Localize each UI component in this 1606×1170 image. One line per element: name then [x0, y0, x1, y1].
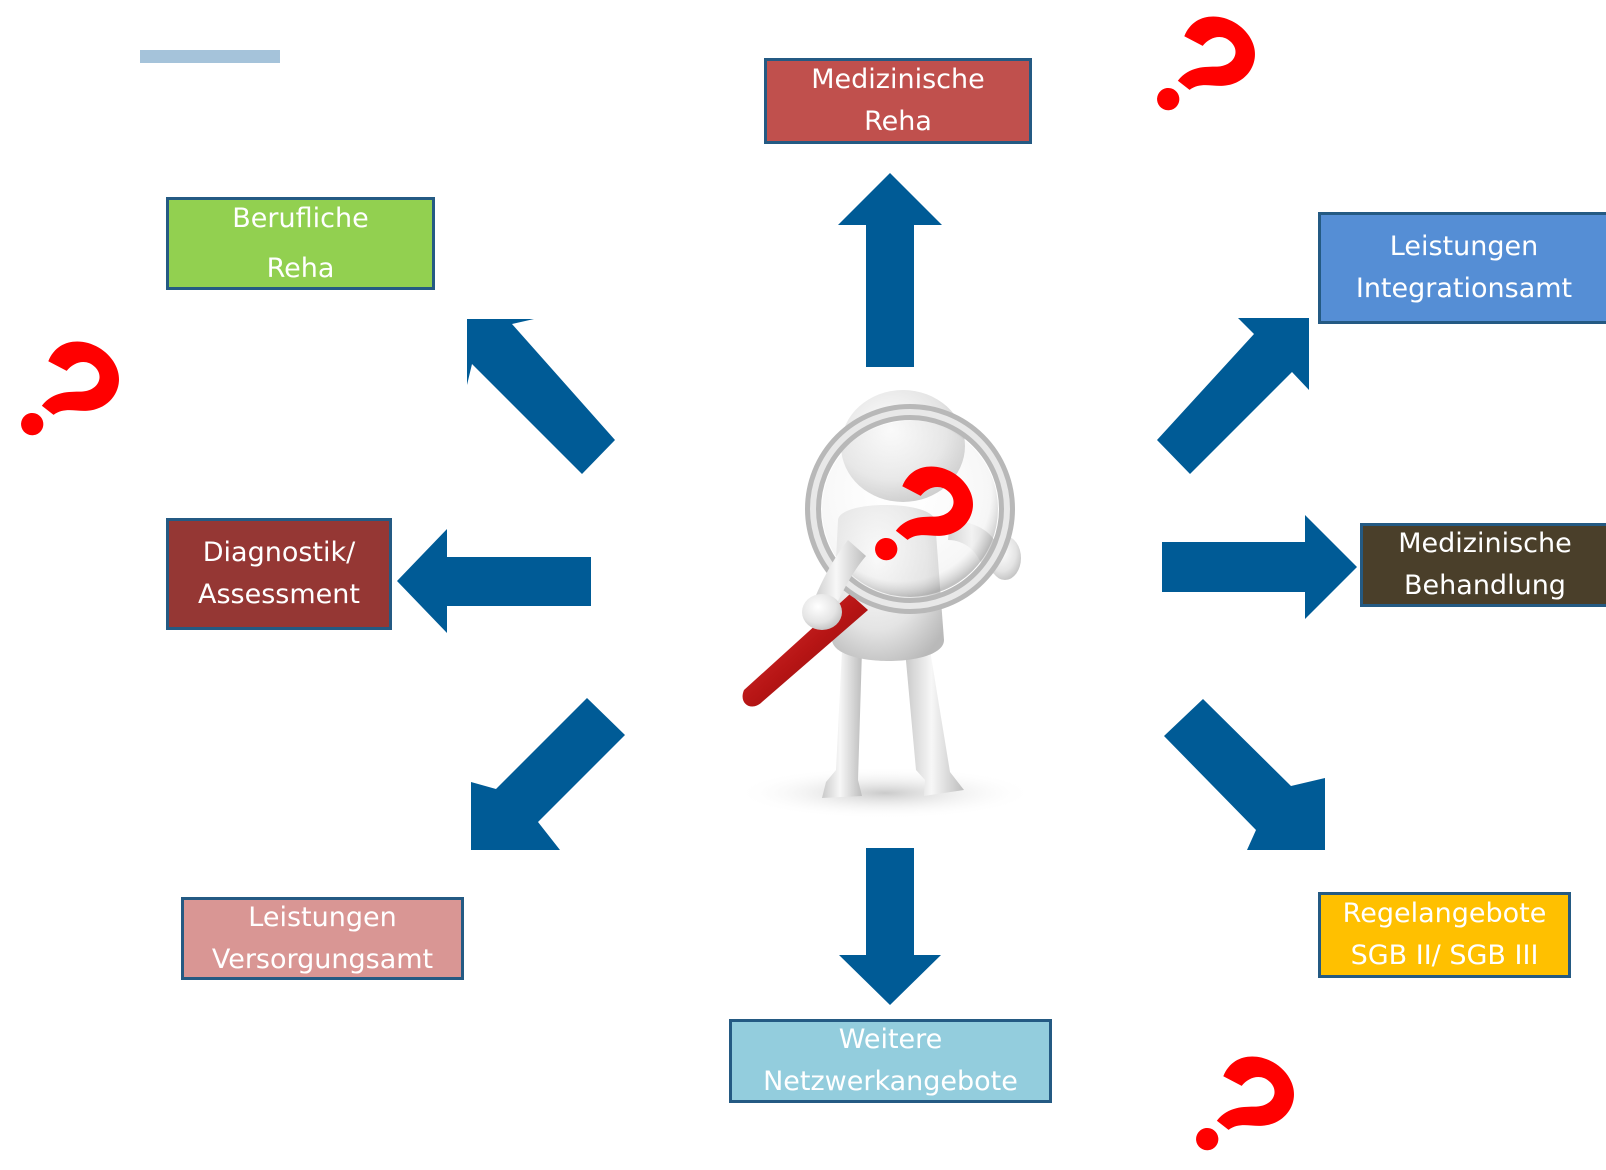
box-berufliche-reha: Berufliche Reha	[166, 197, 435, 290]
box-line: Diagnostik/	[202, 537, 356, 568]
box-weitere-netzwerkangebote: Weitere Netzwerkangebote	[729, 1019, 1052, 1103]
box-line: Reha	[864, 106, 932, 137]
box-line: Integrationsamt	[1355, 273, 1573, 304]
box-diagnostik-assessment: Diagnostik/ Assessment	[166, 518, 392, 630]
question-mark-icon	[1196, 1056, 1294, 1151]
box-line: Medizinische	[811, 64, 985, 95]
box-leistungen-versorgungsamt: Leistungen Versorgungsamt	[181, 897, 464, 980]
box-line: Versorgungsamt	[211, 943, 434, 975]
box-medizinische-reha: Medizinische Reha	[764, 58, 1032, 144]
question-mark-icon	[1157, 16, 1255, 111]
arrow-down-left	[471, 698, 625, 850]
question-mark-icon	[875, 466, 973, 561]
box-medizinische-behandlung: Medizinische Behandlung	[1360, 523, 1606, 607]
box-regelangebote: Regelangebote SGB II/ SGB III	[1318, 892, 1571, 978]
box-leistungen-integrationsamt: Leistungen Integrationsamt	[1318, 212, 1606, 324]
arrow-down	[839, 848, 941, 1005]
box-line: Netzwerkangebote	[763, 1066, 1018, 1097]
box-line: Reha	[266, 252, 335, 284]
box-line: Assessment	[198, 579, 360, 610]
accent-bar	[140, 50, 280, 63]
box-line: Leistungen	[1389, 231, 1539, 262]
box-line: Berufliche	[232, 202, 369, 234]
box-line: Behandlung	[1404, 570, 1566, 601]
box-line: Medizinische	[1398, 528, 1572, 559]
arrow-left	[397, 529, 591, 633]
question-mark-icon	[21, 341, 119, 436]
arrow-up	[838, 173, 942, 367]
box-line: SGB II/ SGB III	[1350, 940, 1539, 971]
arrow-up-right	[1157, 318, 1309, 474]
box-line: Weitere	[838, 1024, 943, 1055]
box-line: Leistungen	[248, 901, 397, 933]
arrow-right	[1162, 515, 1357, 619]
arrow-up-left	[467, 319, 615, 474]
box-line: Regelangebote	[1342, 898, 1547, 929]
arrow-down-right	[1164, 699, 1325, 850]
